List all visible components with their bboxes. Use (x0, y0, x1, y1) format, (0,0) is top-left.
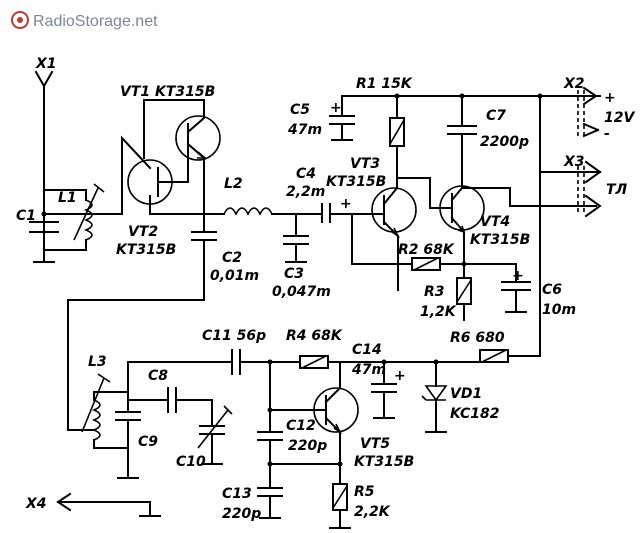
label-c4-plus: + (340, 196, 352, 212)
label-r5-value: 2,2K (354, 504, 391, 520)
label-vt3-name: VT3 (350, 156, 380, 172)
vd1-zener-diode (421, 361, 448, 433)
c13-capacitor (257, 463, 283, 519)
label-x4: X4 (25, 496, 47, 512)
label-c13-name: C13 (222, 486, 252, 502)
c8-capacitor (127, 387, 213, 427)
label-vd1-type: KC182 (450, 406, 499, 422)
label-l1: L1 (58, 190, 77, 206)
watermark-icon (11, 11, 29, 29)
c2-capacitor (67, 213, 217, 431)
label-vt2-name: VT2 (128, 224, 158, 240)
label-vt5-type: KT315B (354, 454, 414, 470)
c4-capacitor (321, 203, 353, 223)
label-c3-name: C3 (284, 266, 304, 282)
label-r3-value: 1,2K (420, 304, 457, 320)
label-r3-name: R3 (424, 284, 445, 300)
r1-resistor (389, 95, 405, 189)
label-c2-name: C2 (222, 250, 242, 266)
label-r4: R4 68K (286, 328, 343, 344)
vt4-transistor (396, 177, 597, 269)
label-c11: C11 56p (202, 328, 266, 344)
label-r2: R2 68K (398, 242, 455, 258)
label-c12-value: 220p (288, 438, 327, 454)
label-c8: C8 (148, 368, 168, 384)
r2-resistor (351, 213, 465, 271)
l2-coil (203, 207, 323, 216)
label-c5-plus: + (330, 100, 342, 116)
r3-resistor (456, 267, 472, 321)
c6-capacitor (463, 263, 531, 313)
label-12v: 12V (604, 110, 635, 126)
label-vt3-type: KT315B (326, 174, 386, 190)
r6-resistor (383, 349, 509, 363)
vt3-transistor (351, 186, 417, 291)
l3-coil (81, 361, 139, 479)
label-tp: ТЛ (606, 182, 628, 198)
label-c7-name: C7 (486, 108, 506, 124)
r5-resistor (329, 483, 351, 529)
label-c6-value: 10m (542, 302, 576, 318)
label-c4-value: 2,2m (286, 184, 325, 200)
label-vt4-type: KT315B (470, 232, 530, 248)
label-x2: X2 (563, 76, 585, 92)
c9-capacitor (115, 391, 141, 449)
label-x2-minus: - (604, 126, 610, 142)
label-vt4-name: VT4 (480, 214, 510, 230)
c1-capacitor (29, 149, 59, 263)
label-x1: X1 (35, 56, 57, 72)
watermark-text: RadioStorage.net (33, 13, 158, 30)
label-c4-name: C4 (296, 166, 316, 182)
label-x2-plus: + (604, 90, 616, 106)
label-vt5-name: VT5 (360, 436, 390, 452)
label-c5-name: C5 (290, 102, 310, 118)
label-c7-value: 2200p (480, 134, 529, 150)
vt1-transistor (143, 99, 221, 215)
label-vt2-type: KT315B (116, 242, 176, 258)
label-c2-value: 0,01m (210, 268, 259, 284)
label-vd1-name: VD1 (450, 386, 482, 402)
label-c10: C10 (176, 454, 206, 470)
c12-capacitor (257, 361, 283, 465)
label-c1: C1 (16, 208, 36, 224)
r4-resistor (299, 355, 385, 369)
x4-connector (56, 492, 161, 517)
label-c14-plus: + (394, 368, 406, 384)
label-c9: C9 (138, 434, 158, 450)
x2-connector (539, 86, 601, 138)
label-c12-name: C12 (286, 418, 316, 434)
label-c3-value: 0,047m (272, 284, 331, 300)
c11-capacitor (127, 349, 301, 375)
label-r6: R6 680 (450, 330, 505, 346)
x3-connector (539, 160, 602, 218)
c3-capacitor (283, 213, 309, 263)
c7-capacitor (447, 95, 477, 189)
c5-capacitor (329, 95, 355, 141)
label-c6-plus: + (512, 268, 524, 284)
vt2-transistor (121, 135, 205, 215)
label-l3: L3 (88, 354, 107, 370)
label-l2: L2 (224, 176, 243, 192)
label-c5-value: 47m (287, 122, 322, 138)
label-c14-value: 47m (351, 362, 386, 378)
l1-coil (43, 183, 105, 251)
label-c14-name: C14 (352, 342, 382, 358)
label-c13-value: 220p (222, 506, 261, 522)
c10-capacitor (197, 405, 233, 465)
label-vt1: VT1 KT315B (120, 84, 215, 100)
c14-capacitor (371, 361, 397, 419)
label-x3: X3 (563, 154, 585, 170)
label-r5-name: R5 (354, 484, 375, 500)
wire-c6-r6 (507, 129, 541, 357)
label-c6-name: C6 (542, 282, 562, 298)
vt5-transistor (269, 361, 359, 485)
label-r1: R1 15K (356, 76, 413, 92)
watermark-logo: RadioStorage.net (11, 11, 158, 30)
